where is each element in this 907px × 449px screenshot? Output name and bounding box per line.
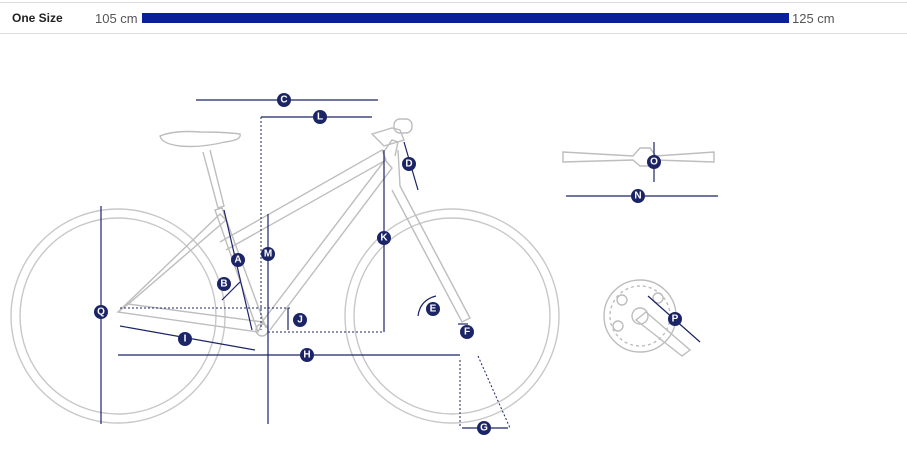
- front-wheel: [344, 208, 560, 424]
- svg-text:H: H: [303, 350, 310, 361]
- svg-text:Q: Q: [97, 307, 105, 318]
- svg-text:N: N: [634, 191, 641, 202]
- dimension-badges: C L D K M A B Q J I H E F G O N P: [94, 93, 682, 435]
- dimension-label-i: I: [178, 332, 192, 346]
- svg-text:M: M: [264, 249, 272, 260]
- dimension-label-c: C: [277, 93, 291, 107]
- rear-wheel: [10, 208, 226, 424]
- size-selector-bar: One Size 105 cm 125 cm: [0, 2, 907, 34]
- bike-outline: [10, 118, 560, 424]
- handlebar-detail: [562, 147, 715, 167]
- dimension-label-d: D: [402, 157, 416, 171]
- svg-text:G: G: [480, 423, 488, 434]
- dimension-label-h: H: [300, 348, 314, 362]
- seatpost: [202, 149, 225, 209]
- svg-text:J: J: [297, 315, 303, 326]
- stem: [370, 127, 405, 147]
- rider-height-range-track: [142, 13, 789, 23]
- svg-text:A: A: [234, 255, 241, 266]
- range-min-label: 105 cm: [95, 11, 138, 26]
- svg-text:D: D: [405, 159, 412, 170]
- svg-text:F: F: [464, 327, 470, 338]
- dimension-label-l: L: [313, 110, 327, 124]
- frame: [116, 139, 471, 333]
- handlebar-grip: [393, 118, 413, 134]
- svg-text:O: O: [650, 157, 658, 168]
- dimension-label-a: A: [231, 253, 245, 267]
- range-max-label: 125 cm: [792, 11, 835, 26]
- svg-text:B: B: [220, 279, 227, 290]
- dimension-label-q: Q: [94, 305, 108, 319]
- svg-text:K: K: [380, 233, 388, 244]
- dimension-label-m: M: [261, 247, 275, 261]
- dimension-label-f: F: [460, 325, 474, 339]
- size-label: One Size: [12, 11, 63, 25]
- dimension-label-e: E: [426, 302, 440, 316]
- rider-height-range-fill: [142, 13, 789, 23]
- dimension-label-g: G: [477, 421, 491, 435]
- dimension-label-p: P: [668, 312, 682, 326]
- dimension-label-j: J: [293, 313, 307, 327]
- svg-text:C: C: [280, 95, 287, 106]
- svg-text:P: P: [672, 314, 679, 325]
- svg-text:L: L: [317, 112, 323, 123]
- dimension-label-o: O: [647, 155, 661, 169]
- dimension-label-b: B: [217, 277, 231, 291]
- saddle: [159, 130, 241, 148]
- dimension-label-k: K: [377, 231, 391, 245]
- svg-text:I: I: [184, 334, 187, 345]
- dimension-label-n: N: [631, 189, 645, 203]
- svg-text:E: E: [430, 304, 437, 315]
